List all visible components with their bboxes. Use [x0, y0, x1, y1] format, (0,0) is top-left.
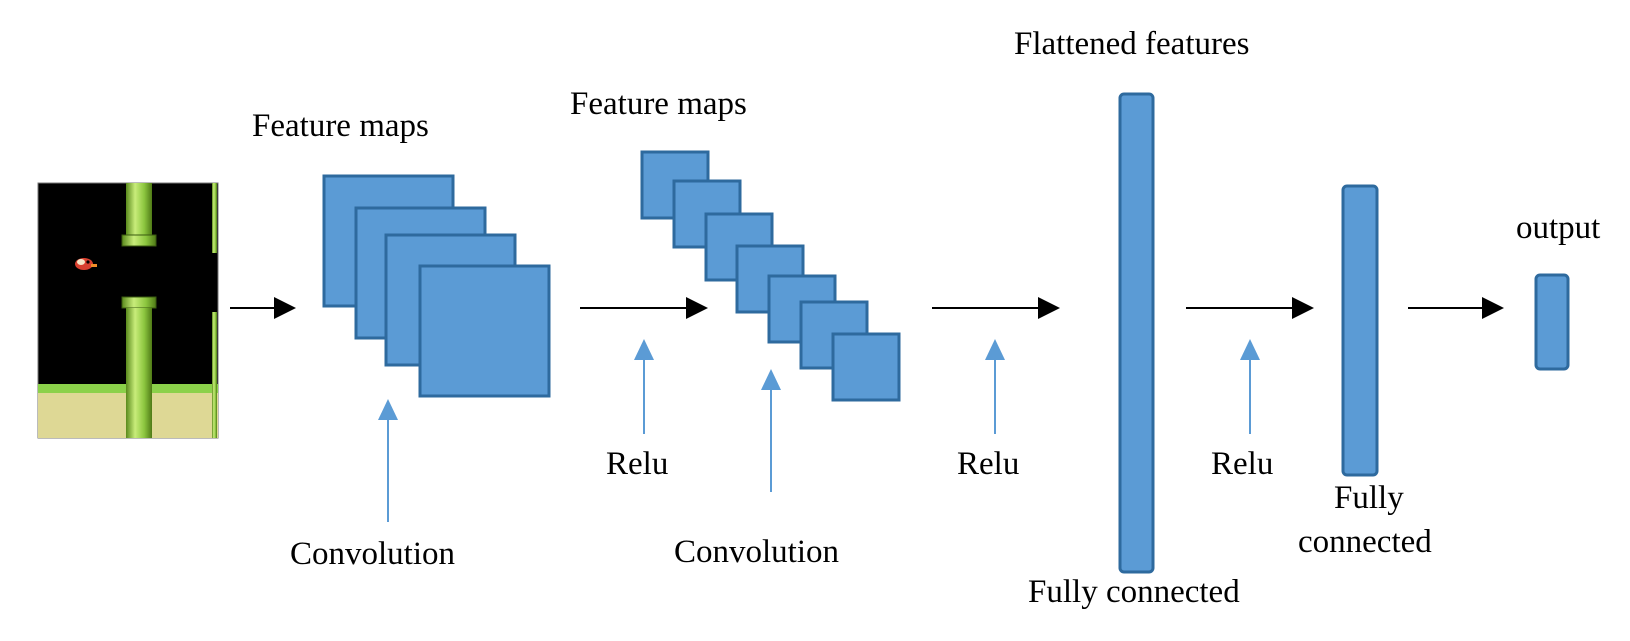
pointer-arrow-convolution-1 [378, 399, 398, 522]
label-fully-connected-1: Fully connected [1028, 574, 1240, 610]
label-fully-connected-2-line1: Fully [1334, 480, 1404, 516]
label-flattened-features: Flattened features [1014, 26, 1249, 62]
flow-arrow-2 [580, 297, 708, 319]
label-output: output [1516, 210, 1600, 246]
label-fully-connected-2-line2: connected [1298, 524, 1432, 560]
pointer-arrow-convolution-2 [761, 369, 781, 492]
output-bar [1534, 273, 1570, 371]
label-relu-3: Relu [1211, 446, 1273, 482]
pointer-arrow-relu-1 [634, 339, 654, 434]
bird-icon [75, 258, 97, 270]
fully-connected-bar [1341, 184, 1379, 477]
pointer-arrow-relu-2 [985, 339, 1005, 434]
flattened-features-bar [1118, 92, 1155, 574]
flow-arrow-5 [1408, 297, 1504, 319]
input-game-frame [37, 182, 219, 439]
label-relu-2: Relu [957, 446, 1019, 482]
flow-arrow-3 [932, 297, 1060, 319]
flow-arrow-1 [230, 297, 296, 319]
label-relu-1: Relu [606, 446, 668, 482]
feature-maps-stack-2 [640, 150, 901, 402]
label-feature-maps-2: Feature maps [570, 86, 747, 122]
label-convolution-1: Convolution [290, 536, 455, 572]
flow-arrow-4 [1186, 297, 1314, 319]
label-convolution-2: Convolution [674, 534, 839, 570]
feature-maps-stack-1 [322, 174, 551, 398]
pointer-arrow-relu-3 [1240, 339, 1260, 434]
label-feature-maps-1: Feature maps [252, 108, 429, 144]
